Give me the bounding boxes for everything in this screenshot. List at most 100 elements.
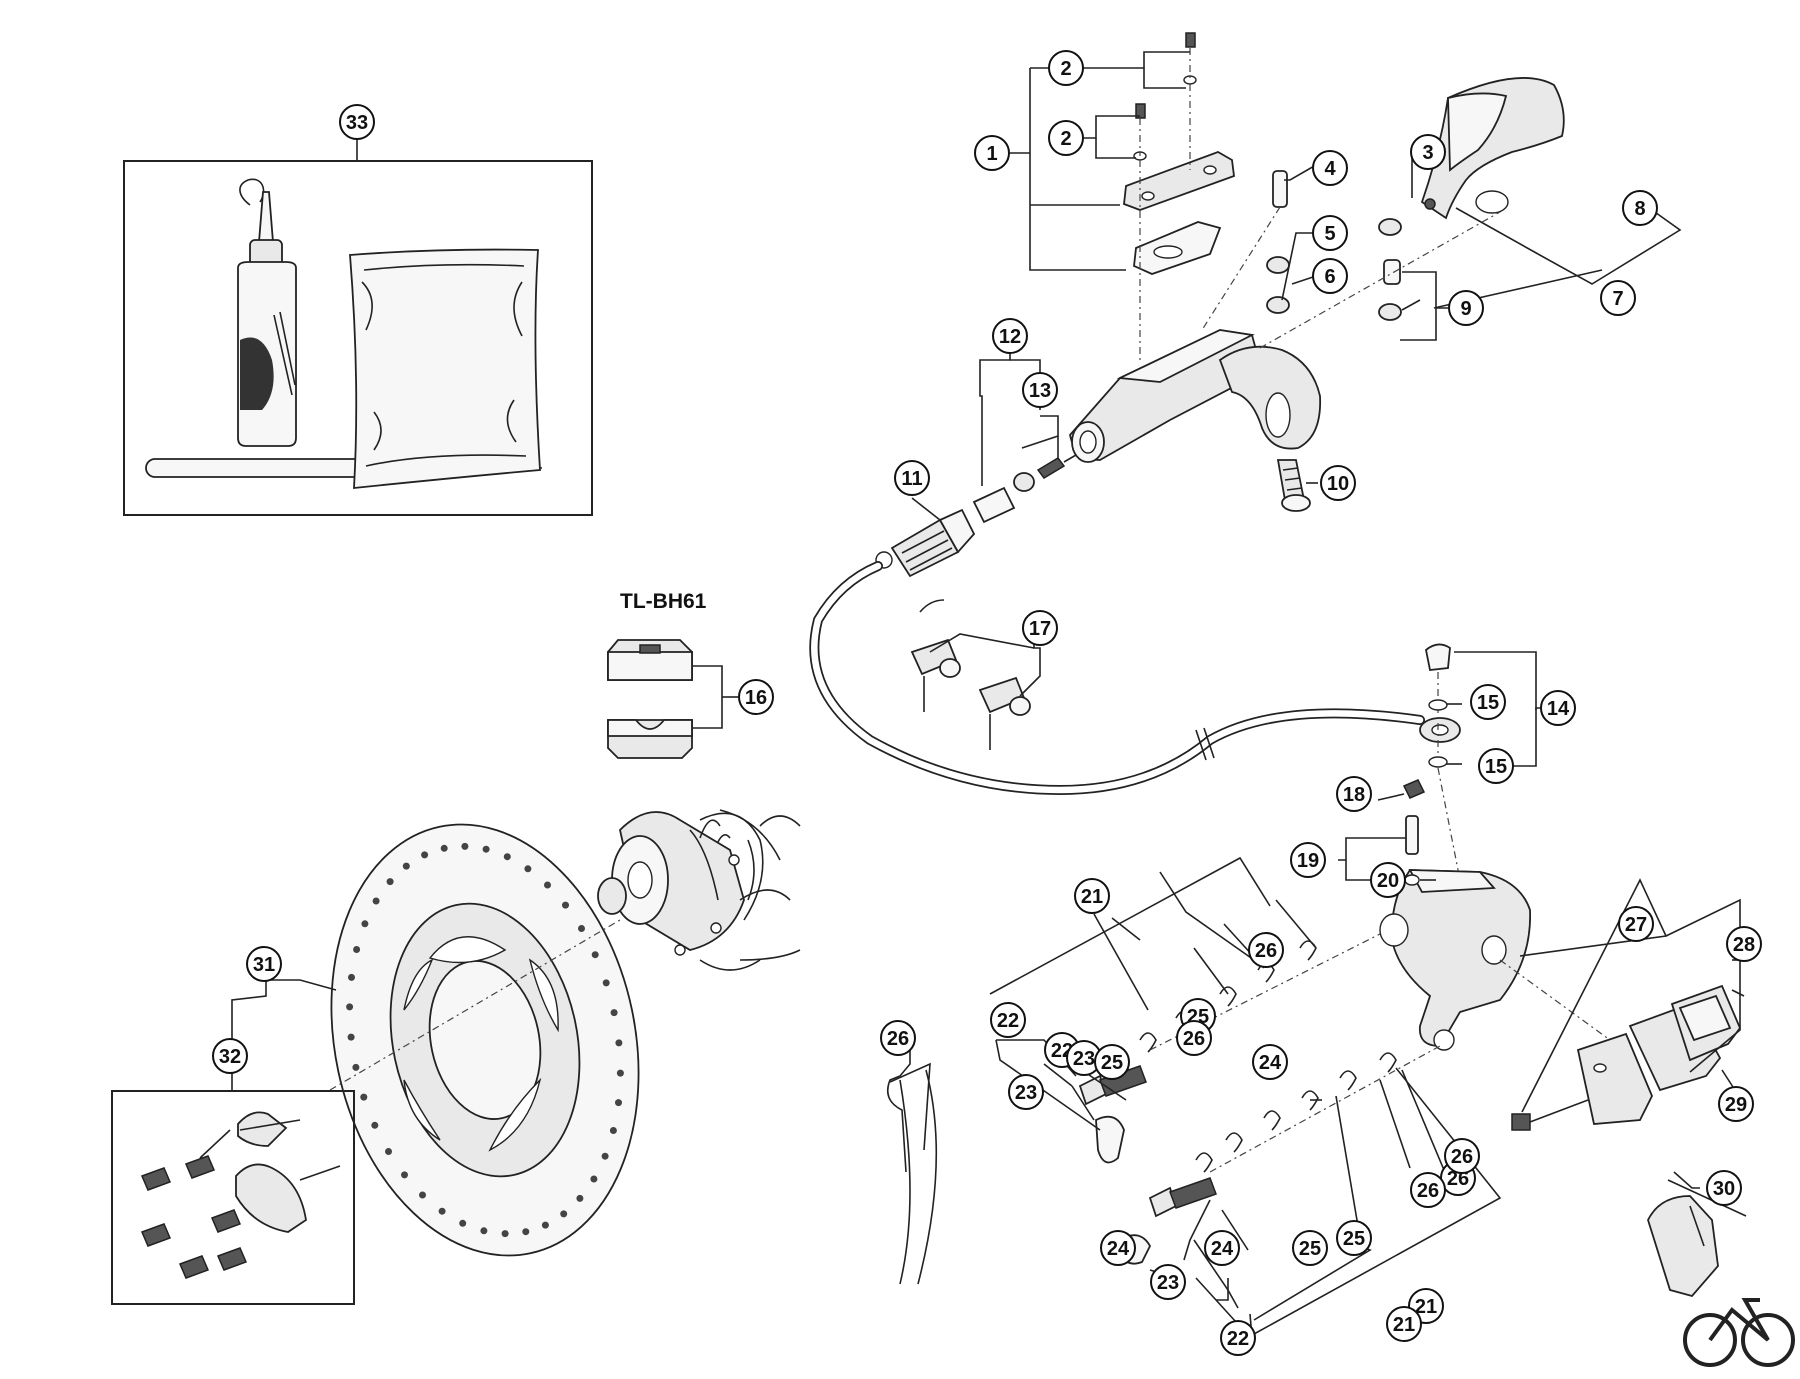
- callout-number: 25: [1343, 1228, 1365, 1250]
- callout-number: 25: [1101, 1052, 1123, 1074]
- callout-number: 5: [1324, 223, 1335, 245]
- callout-number: 6: [1324, 266, 1335, 288]
- callout-number: 2: [1060, 128, 1071, 150]
- callout-circle: [1448, 290, 1484, 326]
- callout-number: 23: [1015, 1082, 1037, 1104]
- disc-rotor: [329, 823, 640, 1257]
- callout-number: 21: [1393, 1314, 1415, 1336]
- callout-15: 15: [1470, 684, 1506, 720]
- callout-number: 26: [1183, 1028, 1205, 1050]
- callout-26: 26: [1248, 932, 1284, 968]
- callout-3: 3: [1410, 134, 1446, 170]
- rotor-hole: [610, 1009, 618, 1017]
- rotor-bolt-kit: [111, 1090, 355, 1305]
- callout-circle: [1094, 1044, 1130, 1080]
- callout-number: 30: [1713, 1178, 1735, 1200]
- rotor-hole: [419, 1191, 426, 1199]
- callout-1: 1: [974, 135, 1010, 171]
- callout-number: 15: [1477, 692, 1499, 714]
- callout-circle: [212, 1038, 248, 1074]
- bleed-block-tool: TL-BH61: [607, 590, 738, 759]
- rotor-hole: [352, 1063, 360, 1071]
- callout-number: 25: [1299, 1238, 1321, 1260]
- callout-24: 24: [1204, 1230, 1240, 1266]
- callout-circle: [1074, 878, 1110, 914]
- callout-8: 8: [1622, 190, 1658, 226]
- rotor-hole: [438, 1207, 446, 1215]
- callout-number: 11: [901, 468, 922, 490]
- rotor-hole: [385, 1148, 392, 1155]
- callout-26: 26: [880, 1020, 916, 1056]
- callout-number: 9: [1460, 298, 1471, 320]
- callout-number: 28: [1733, 934, 1755, 956]
- callout-circle: [1336, 1220, 1372, 1256]
- rotor-hole: [501, 1230, 509, 1238]
- callout-25: 25: [1336, 1220, 1372, 1256]
- callout-circle: [1248, 932, 1284, 968]
- callout-number: 21: [1081, 886, 1103, 908]
- callout-18: 18: [1336, 776, 1372, 812]
- rotor-hole: [386, 878, 394, 886]
- callout-number: 22: [1227, 1328, 1249, 1350]
- callout-number: 15: [1485, 756, 1507, 778]
- callout-circle: [1444, 1138, 1480, 1174]
- callout-number: 32: [219, 1046, 241, 1068]
- callout-number: 18: [1343, 784, 1365, 806]
- callout-number: 26: [1417, 1180, 1439, 1202]
- callout-circle: [1290, 842, 1326, 878]
- callout-circle: [1618, 906, 1654, 942]
- callout-10: 10: [1320, 465, 1356, 501]
- callout-13: 13: [1022, 372, 1058, 408]
- callout-19: 19: [1290, 842, 1326, 878]
- callout-circle: [1022, 610, 1058, 646]
- callout-number: 26: [1451, 1146, 1473, 1168]
- callout-circle: [894, 460, 930, 496]
- leader-lines: [231, 51, 1745, 1339]
- callout-2: 2: [1048, 120, 1084, 156]
- rotor-vent-holes: [346, 842, 624, 1238]
- rotor-hole: [576, 1194, 584, 1202]
- callout-circle: [1336, 776, 1372, 812]
- rotor-hole: [616, 1069, 624, 1077]
- rotor-hole: [524, 865, 532, 873]
- callout-9: 9: [1448, 290, 1484, 326]
- brake-pads: [1499, 959, 1747, 1298]
- callout-15: 15: [1478, 748, 1514, 784]
- rotor-hole: [361, 920, 369, 928]
- callout-circle: [1540, 690, 1576, 726]
- callout-6: 6: [1312, 258, 1348, 294]
- callout-number: 27: [1625, 914, 1647, 936]
- callout-circle: [1312, 258, 1348, 294]
- callout-number: 3: [1422, 142, 1433, 164]
- callout-number: 10: [1327, 473, 1349, 495]
- callout-22: 22: [1220, 1320, 1256, 1356]
- callout-circle: [1600, 280, 1636, 316]
- callout-22: 22: [990, 1002, 1026, 1038]
- rotor-hole: [402, 862, 410, 870]
- callout-circle: [1622, 190, 1658, 226]
- callout-number: 1: [986, 143, 997, 165]
- tool-label: TL-BH61: [620, 590, 707, 613]
- callout-number: 33: [346, 112, 368, 134]
- callout-number: 26: [887, 1028, 909, 1050]
- rotor-hole: [562, 901, 569, 909]
- callout-circle: [1048, 50, 1084, 86]
- rotor-hole: [601, 1152, 609, 1160]
- rotor-hole: [459, 1219, 467, 1227]
- brake-hose: [809, 561, 1461, 881]
- callout-16: 16: [738, 679, 774, 715]
- callout-number: 24: [1107, 1238, 1130, 1260]
- rotor-hole: [360, 1093, 368, 1101]
- callout-circle: [880, 1020, 916, 1056]
- callout-23: 23: [1066, 1040, 1102, 1076]
- callout-circle: [1370, 862, 1406, 898]
- rotor-hole: [346, 1003, 354, 1011]
- callout-circle: [1706, 1170, 1742, 1206]
- hose-fittings: [875, 454, 1077, 578]
- wheel-hub: [597, 809, 801, 971]
- rotor-hole: [482, 845, 490, 853]
- rotor-hole: [615, 1039, 623, 1047]
- callout-24: 24: [1100, 1230, 1136, 1266]
- rotor-hole: [353, 946, 361, 953]
